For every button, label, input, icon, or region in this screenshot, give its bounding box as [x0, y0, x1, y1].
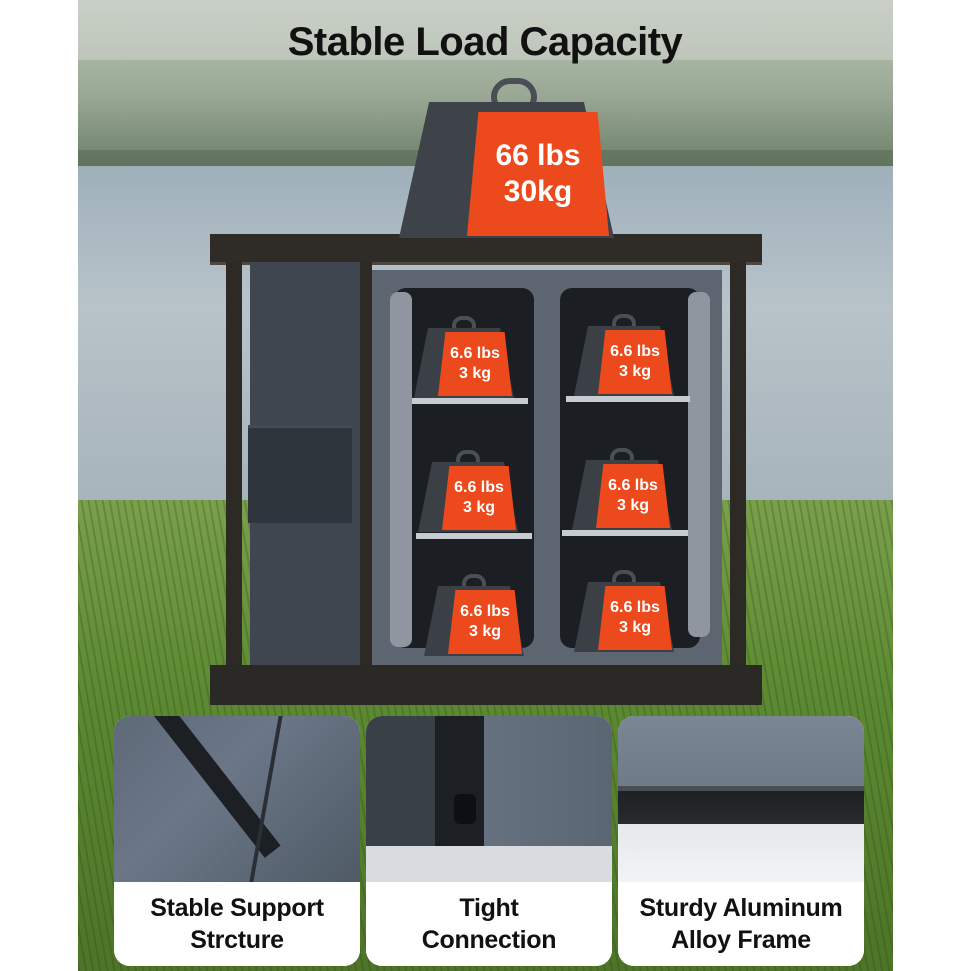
- shelf: [412, 398, 528, 404]
- feature-card-aluminum-frame: Sturdy Aluminum Alloy Frame: [618, 716, 864, 966]
- feature-label: Tight Connection: [366, 882, 612, 966]
- shelf-weight-lbs: 6.6 lbs: [610, 599, 660, 616]
- weight-label-plate: 6.6 lbs 3 kg: [598, 586, 672, 650]
- shelf-weight-kg: 3 kg: [616, 497, 649, 514]
- feature-card-tight-connection: Tight Connection: [366, 716, 612, 966]
- detail-photo-connector: [366, 716, 612, 882]
- detail-photo-frame: [618, 716, 864, 882]
- weight-label-plate: 6.6 lbs 3 kg: [598, 330, 672, 394]
- feature-label: Stable Support Strcture: [114, 882, 360, 966]
- frame-corner: [154, 716, 281, 858]
- shelf-weight-lbs: 6.6 lbs: [460, 603, 510, 620]
- feature-label: Sturdy Aluminum Alloy Frame: [618, 882, 864, 966]
- weight-label-plate: 6.6 lbs 3 kg: [448, 590, 522, 654]
- feature-label-line1: Tight: [459, 894, 519, 922]
- shelf: [566, 396, 690, 402]
- shelf-weight: 6.6 lbs 3 kg: [572, 448, 672, 530]
- shelf-weight-kg: 3 kg: [468, 623, 501, 640]
- headline: Stable Load Capacity: [287, 20, 683, 64]
- connector-knob: [454, 794, 476, 824]
- side-storage-pocket: [248, 425, 352, 523]
- main-weight: 66 lbs 30kg: [399, 78, 614, 238]
- weight-label-plate: 66 lbs 30kg: [467, 112, 609, 236]
- weight-label-plate: 6.6 lbs 3 kg: [438, 332, 512, 396]
- support-pole-right: [688, 292, 710, 637]
- shelf-weight: 6.6 lbs 3 kg: [418, 450, 518, 532]
- shelf-weight-lbs: 6.6 lbs: [608, 477, 658, 494]
- shelf: [562, 530, 688, 536]
- shelf-weight: 6.6 lbs 3 kg: [424, 574, 524, 656]
- zipper-seam: [249, 716, 283, 882]
- cabinet-leg-right: [730, 262, 746, 682]
- shelf-weight-kg: 3 kg: [618, 363, 651, 380]
- shelf-edge: [366, 846, 612, 882]
- shelf-weight-kg: 3 kg: [462, 499, 495, 516]
- shelf-weight-kg: 3 kg: [618, 619, 651, 636]
- weight-label-plate: 6.6 lbs 3 kg: [442, 466, 516, 530]
- shelf-weight-kg: 3 kg: [458, 365, 491, 382]
- shelf-weight-lbs: 6.6 lbs: [610, 343, 660, 360]
- cabinet-leg-left: [226, 262, 242, 682]
- shelf-weight-lbs: 6.6 lbs: [454, 479, 504, 496]
- shelf: [416, 533, 532, 539]
- feature-label-line1: Stable Support: [150, 894, 324, 922]
- shelf-weight: 6.6 lbs 3 kg: [574, 570, 674, 652]
- cabinet-tabletop: [210, 234, 762, 265]
- feature-card-support-structure: Stable Support Strcture: [114, 716, 360, 966]
- detail-photo-corner: [114, 716, 360, 882]
- support-pole-left: [390, 292, 412, 647]
- cabinet-base-frame: [210, 665, 762, 705]
- shelf-weight: 6.6 lbs 3 kg: [414, 316, 514, 398]
- main-weight-lbs: 66 lbs: [495, 139, 581, 172]
- aluminum-rail: [618, 786, 864, 790]
- feature-label-line2: Alloy Frame: [671, 926, 811, 954]
- weight-label-plate: 6.6 lbs 3 kg: [596, 464, 670, 528]
- feature-label-line2: Connection: [421, 926, 557, 954]
- shelf-weight: 6.6 lbs 3 kg: [574, 314, 674, 396]
- main-weight-kg: 30kg: [503, 175, 573, 208]
- cabinet-leg-center: [356, 262, 372, 682]
- feature-label-line2: Strcture: [190, 926, 284, 954]
- feature-label-line1: Sturdy Aluminum: [639, 894, 843, 922]
- shelf-weight-lbs: 6.6 lbs: [450, 345, 500, 362]
